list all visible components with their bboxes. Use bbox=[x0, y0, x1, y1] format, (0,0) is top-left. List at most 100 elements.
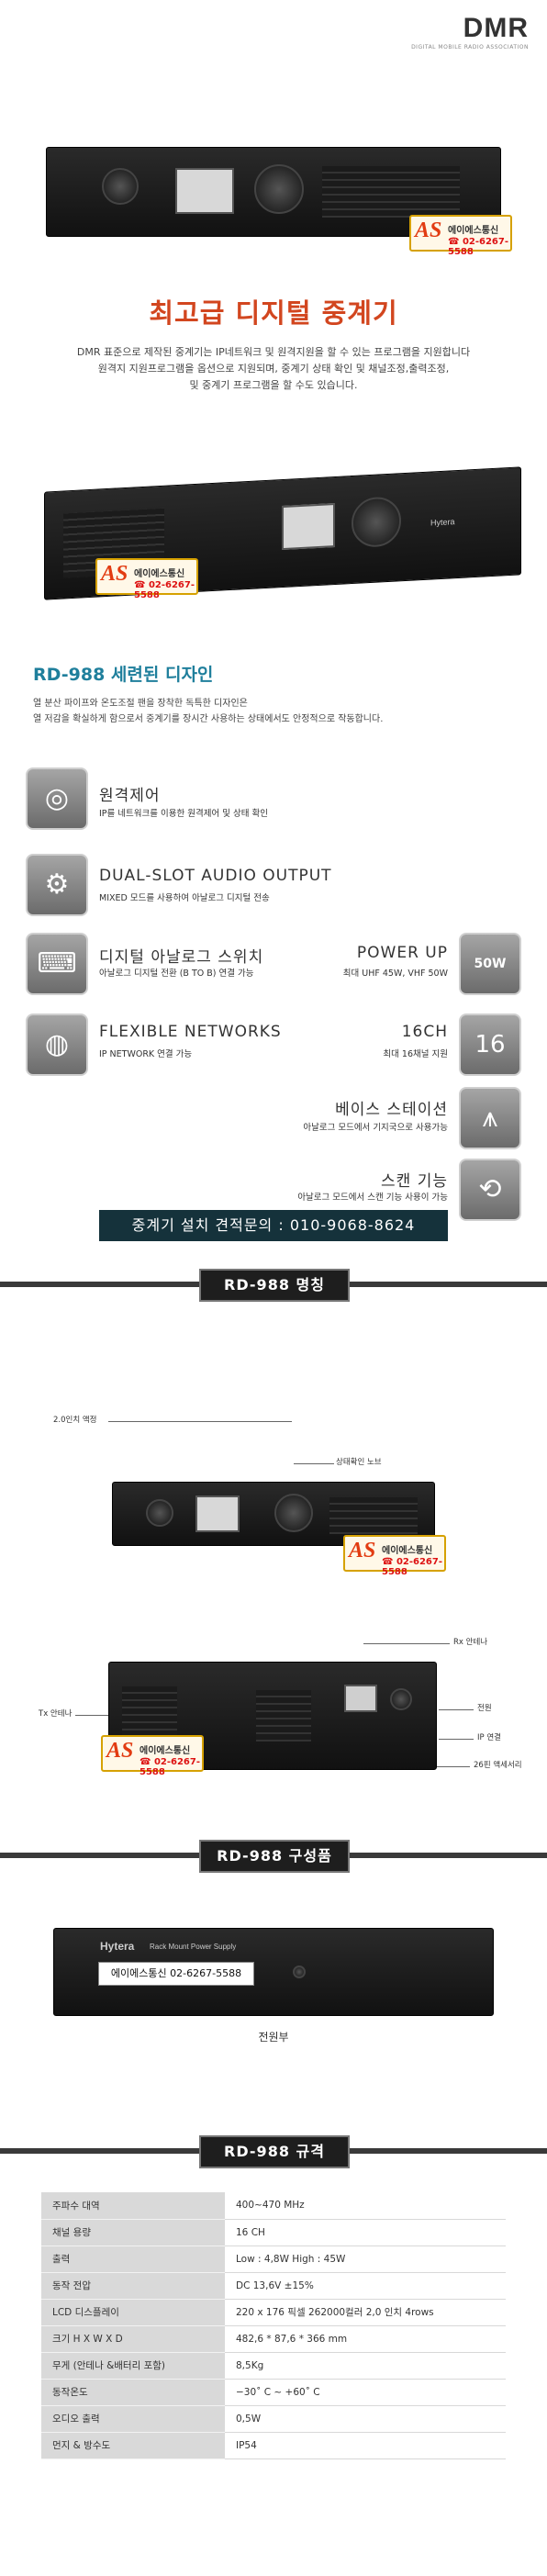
feature-power-title: POWER UP bbox=[356, 944, 448, 962]
feature-switch-desc: 아날로그 디지털 전환 (B TO B) 연결 가능 bbox=[99, 969, 254, 979]
antenna-tower-icon: ⩚ bbox=[459, 1087, 521, 1149]
feature-base-title: 베이스 스테이션 bbox=[335, 1101, 448, 1119]
intro-line: 원격지 지원프로그램을 옵션으로 지원되며, 중계기 상태 확인 및 채널조정,… bbox=[97, 363, 450, 375]
feature-scan-desc: 아날로그 모드에서 스캔 기능 사용이 가능 bbox=[297, 1193, 448, 1203]
spec-value: 400~470 MHz bbox=[225, 2192, 506, 2220]
feature-channel-desc: 최대 16채널 지원 bbox=[383, 1049, 448, 1059]
feature-remote-title: 원격제어 bbox=[99, 787, 161, 805]
callout-status-knob: 상태확인 노브 bbox=[336, 1458, 382, 1467]
components-tag: RD-988 구성품 bbox=[199, 1840, 350, 1873]
gears-icon: ⚙ bbox=[26, 854, 88, 916]
heatsink bbox=[256, 1690, 311, 1742]
callout-line bbox=[431, 1766, 470, 1767]
intro-line: 및 중계기 프로그램을 할 수도 있습니다. bbox=[189, 379, 358, 391]
callout-line bbox=[439, 1739, 474, 1740]
callout-tx: Tx 안테나 bbox=[39, 1709, 73, 1719]
dmr-logo: DMR bbox=[463, 13, 529, 43]
feature-dual-desc: MIXED 모드를 사용하여 아날로그 디지털 전송 bbox=[99, 893, 270, 903]
lcd-screen bbox=[195, 1495, 240, 1532]
dmr-logo-sub: DIGITAL MOBILE RADIO ASSOCIATION bbox=[411, 44, 529, 50]
as-badge: AS 에이에스통신 ☎ 02-6267-5588 bbox=[101, 1735, 204, 1777]
keyboard-icon: ⌨ bbox=[26, 933, 88, 995]
volume-knob-icon bbox=[254, 164, 304, 214]
as-mark: AS bbox=[101, 562, 128, 586]
design-desc: 열 분산 파이프와 온도조절 팬을 장착한 독특한 디자인은 열 저감을 확실하… bbox=[33, 696, 519, 727]
as-phone: ☎ 02-6267-5588 bbox=[134, 580, 195, 600]
as-name: 에이에스통신 bbox=[134, 569, 185, 579]
as-phone: ☎ 02-6267-5588 bbox=[448, 237, 508, 257]
spec-value: IP54 bbox=[225, 2432, 506, 2459]
as-badge: AS 에이에스통신 ☎ 02-6267-5588 bbox=[95, 558, 198, 600]
psu-label: 에이에스통신 02-6267-5588 bbox=[98, 1962, 254, 1986]
feature-base-desc: 아날로그 모드에서 기지국으로 사용가능 bbox=[303, 1123, 448, 1133]
as-name: 에이에스통신 bbox=[382, 1546, 433, 1556]
callout-rx: Rx 안테나 bbox=[453, 1638, 488, 1647]
feature-dual-title: DUAL-SLOT AUDIO OUTPUT bbox=[99, 867, 332, 885]
callout-lcd: 2.0인치 액정 bbox=[53, 1416, 97, 1425]
spec-key: 무게 (안테나 &배터리 포함) bbox=[41, 2352, 225, 2380]
callout-line bbox=[363, 1643, 450, 1644]
feature-network-title: FLEXIBLE NETWORKS bbox=[99, 1023, 282, 1041]
callout-accessory: 26핀 액세서리 bbox=[474, 1761, 522, 1770]
hytera-label: Hytera bbox=[430, 517, 455, 528]
power-supply-image: Hytera Rack Mount Power Supply 에이에스통신 02… bbox=[53, 1928, 494, 2016]
callout-line bbox=[75, 1715, 108, 1716]
spec-value: DC 13,6V ±15% bbox=[225, 2272, 506, 2300]
callout-line bbox=[108, 1421, 292, 1422]
spec-key: 먼지 & 방수도 bbox=[41, 2432, 225, 2459]
as-mark: AS bbox=[415, 218, 442, 242]
table-row: 동작온도−30˚ C ~ +60˚ C bbox=[41, 2379, 506, 2406]
knob-icon bbox=[146, 1499, 173, 1527]
spec-key: 주파수 대역 bbox=[41, 2192, 225, 2220]
globe-icon: ◍ bbox=[26, 1014, 88, 1076]
callout-power: 전원 bbox=[477, 1704, 492, 1713]
as-phone: ☎ 02-6267-5588 bbox=[140, 1757, 200, 1777]
vent-slots bbox=[329, 1497, 418, 1534]
contact-bar[interactable]: 중계기 설치 견적문의 : 010-9068-8624 bbox=[99, 1210, 448, 1241]
power-switch-icon[interactable] bbox=[293, 1966, 306, 1978]
desc-line: 열 분산 파이프와 온도조절 팬을 장착한 독특한 디자인은 bbox=[33, 699, 248, 709]
feature-remote-desc: IP를 네트워크를 이용한 원격제어 및 상태 확인 bbox=[99, 809, 268, 819]
psu-caption: 전원부 bbox=[258, 2031, 289, 2044]
repeater-front-labelled-image bbox=[112, 1482, 435, 1546]
feature-channel-title: 16CH bbox=[401, 1023, 448, 1041]
intro-line: DMR 표준으로 제작된 중계기는 IP네트워크 및 원격지원을 할 수 있는 … bbox=[76, 346, 471, 358]
channel-16-icon: 16 bbox=[459, 1014, 521, 1076]
repeater-rear-image bbox=[108, 1662, 437, 1770]
design-title: RD-988 세련된 디자인 bbox=[33, 665, 214, 685]
dmr-brand: DMR DIGITAL MOBILE RADIO ASSOCIATION bbox=[411, 13, 529, 50]
as-mark: AS bbox=[349, 1539, 376, 1562]
remote-control-icon: ◎ bbox=[26, 767, 88, 830]
rx-connector-icon bbox=[390, 1688, 412, 1710]
callout-ip: IP 연결 bbox=[477, 1733, 501, 1742]
spec-value: Low : 4,8W High : 45W bbox=[225, 2246, 506, 2273]
callout-line bbox=[294, 1463, 334, 1464]
repeater-front-image bbox=[46, 147, 501, 237]
lcd-screen bbox=[282, 503, 335, 551]
spec-value: 16 CH bbox=[225, 2219, 506, 2246]
hero-title: 최고급 디지털 중계기 bbox=[149, 297, 398, 329]
spec-key: 오디오 출력 bbox=[41, 2405, 225, 2433]
knob-icon bbox=[102, 168, 139, 205]
scan-arrows-icon: ⟲ bbox=[459, 1159, 521, 1221]
as-mark: AS bbox=[106, 1739, 134, 1763]
parts-tag: RD-988 명칭 bbox=[199, 1269, 350, 1302]
spec-key: LCD 디스플레이 bbox=[41, 2299, 225, 2326]
spec-key: 동작 전압 bbox=[41, 2272, 225, 2300]
spec-key: 채널 용량 bbox=[41, 2219, 225, 2246]
volume-knob-icon bbox=[352, 496, 401, 549]
spec-key: 출력 bbox=[41, 2246, 225, 2273]
as-name: 에이에스통신 bbox=[140, 1746, 191, 1756]
spec-key: 동작온도 bbox=[41, 2379, 225, 2406]
spec-value: 220 x 176 픽셀 262000컬러 2,0 인치 4rows bbox=[225, 2299, 506, 2326]
volume-knob-icon bbox=[274, 1494, 313, 1532]
